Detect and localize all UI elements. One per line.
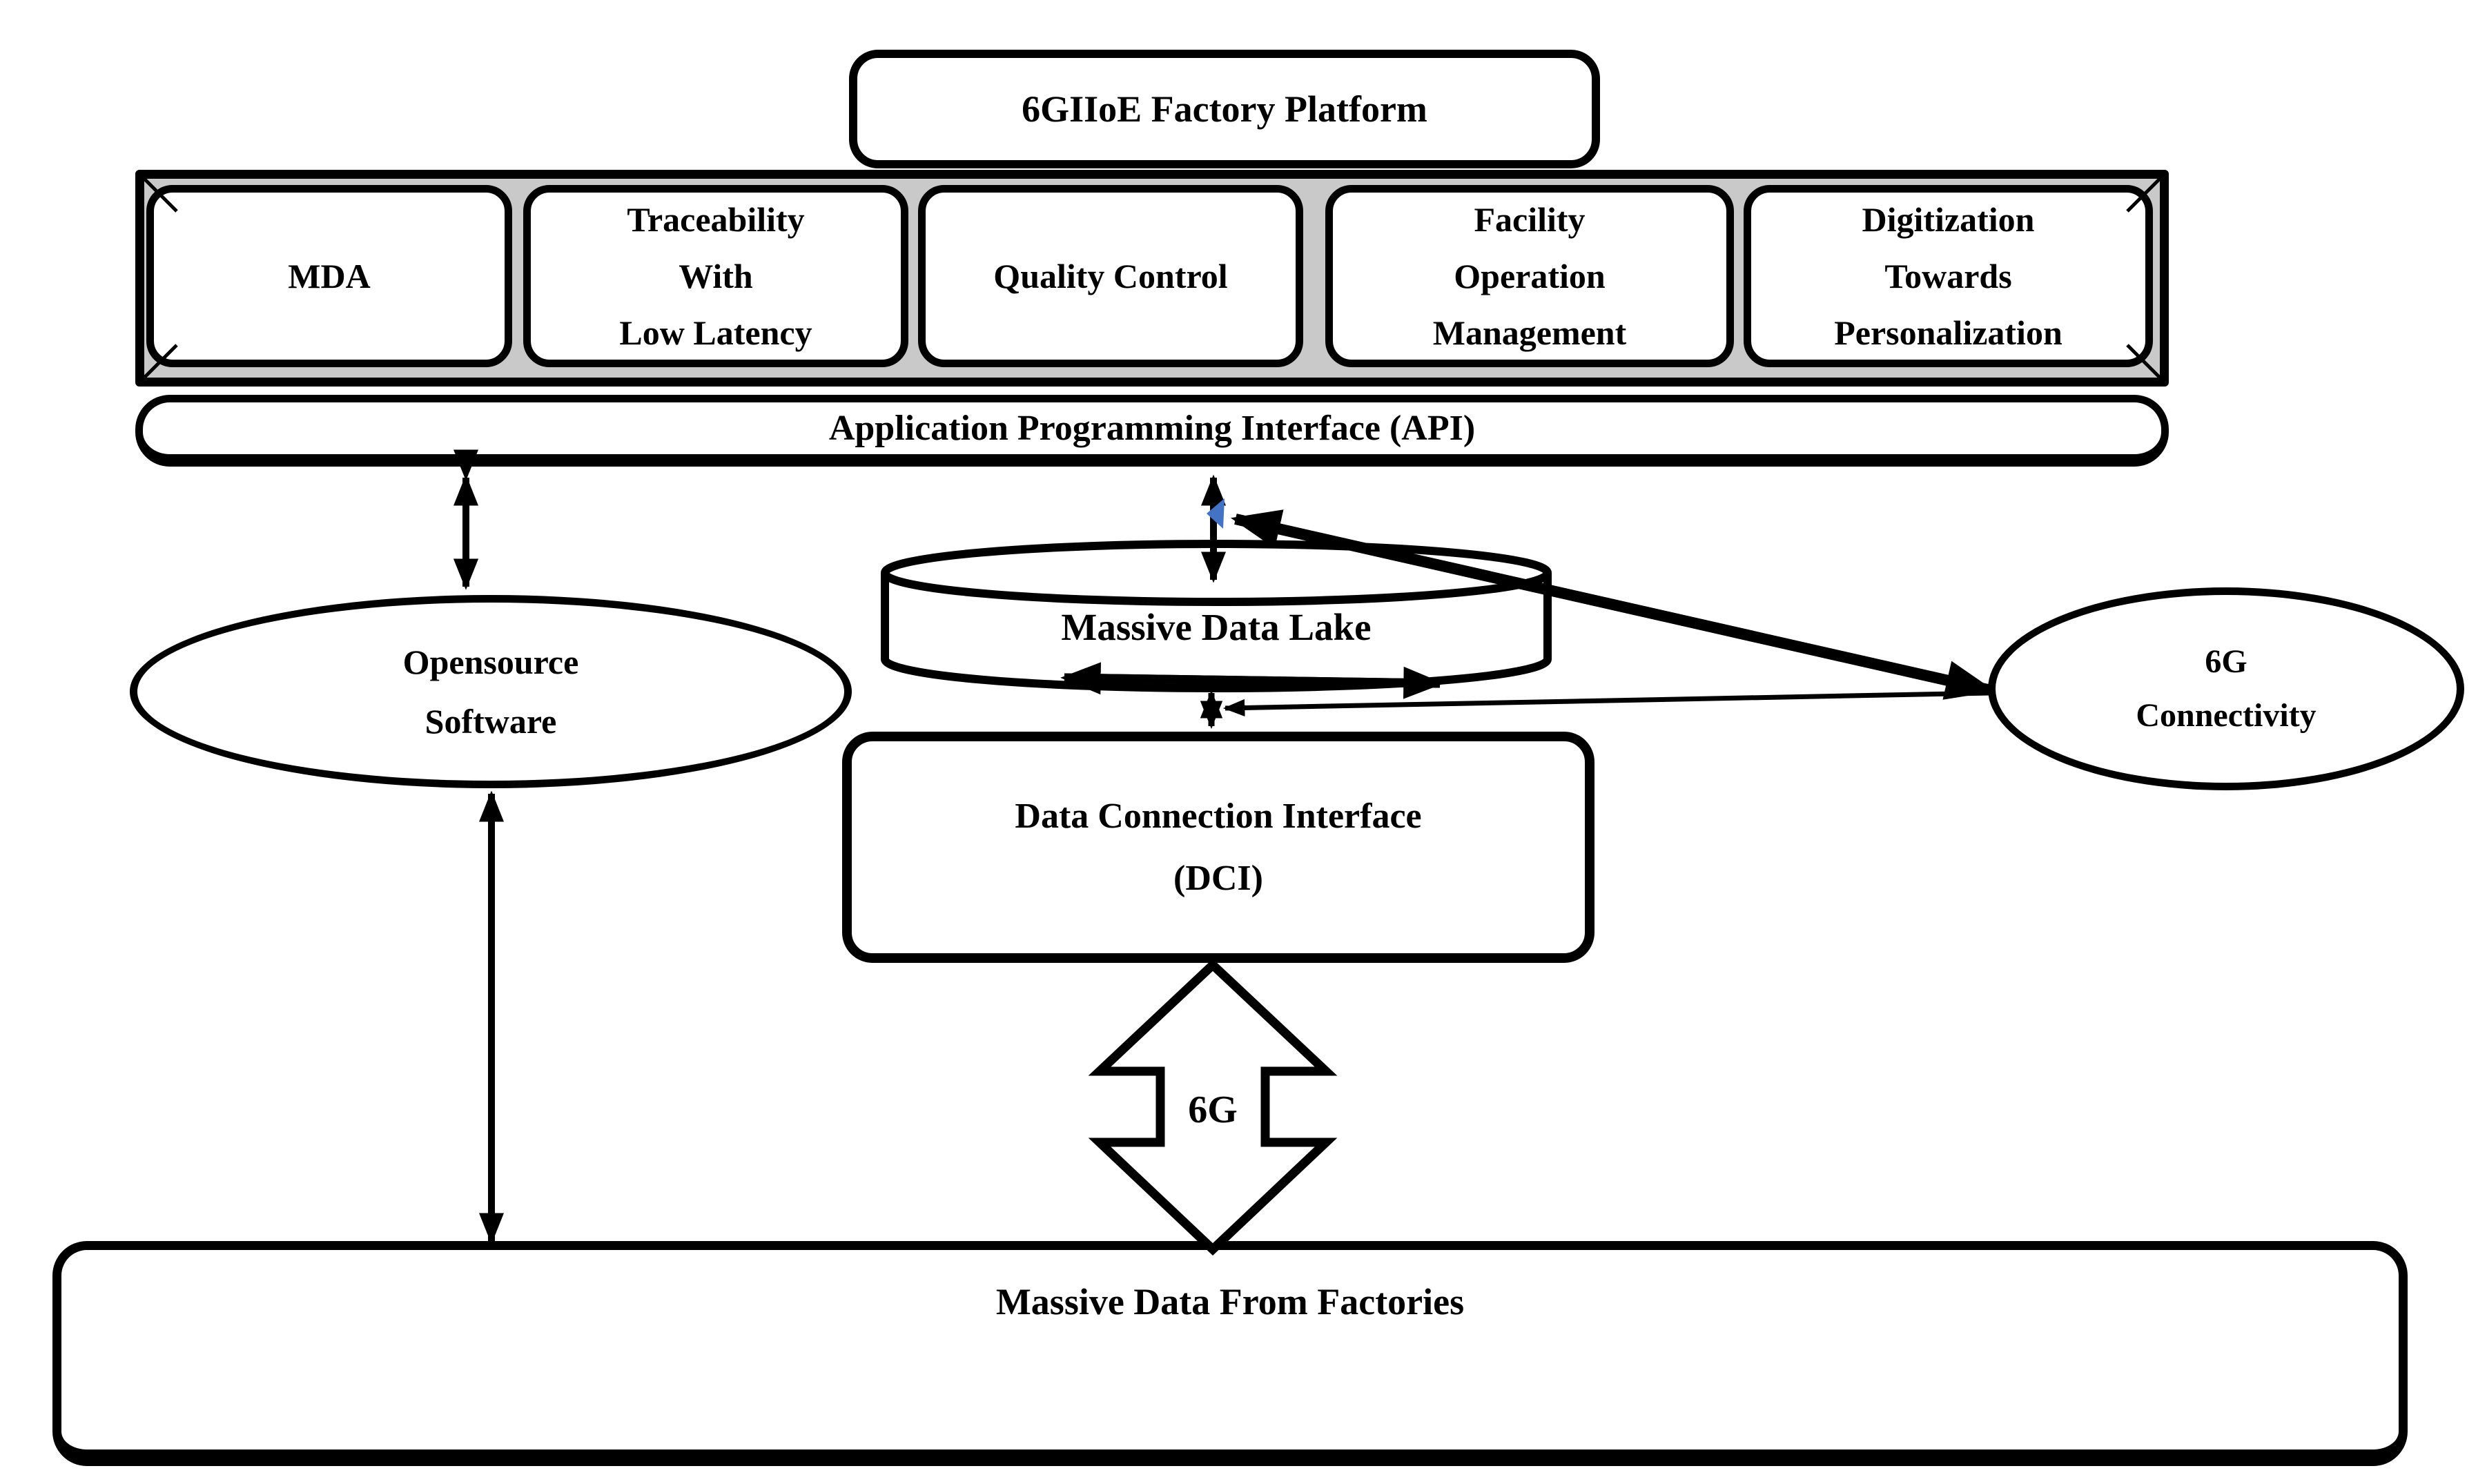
6g-text: 6G (1188, 1088, 1238, 1131)
factories-box: Massive Data From Factories (52, 1241, 2408, 1466)
data-lake-text: Massive Data Lake (1061, 605, 1372, 648)
arrow-datalake-horizontal-lefthead (1060, 662, 1441, 695)
6g-updown-arrow-label: 6G (1161, 1082, 1265, 1138)
module-label-quality-control: Quality Control (993, 257, 1228, 295)
platform-title-box: 6GIIoE Factory Platform (849, 50, 1600, 168)
factories-label: Massive Data From Factories (995, 1281, 1465, 1322)
dci-label: Data Connection Interface (DCI) (1015, 796, 1422, 898)
arrow-connectivity-junction (1222, 690, 1991, 717)
api-bar: Application Programming Interface (API) (135, 395, 2169, 467)
module-box-quality-control: Quality Control (918, 185, 1303, 367)
module-box-facility-operation: Facility Operation Management (1325, 185, 1734, 367)
blue-arrowhead (1207, 498, 1225, 529)
module-label-facility-operation: Facility Operation Management (1432, 200, 1627, 352)
module-box-digitization: Digitization Towards Personalization (1744, 185, 2153, 367)
platform-title: 6GIIoE Factory Platform (1022, 88, 1427, 130)
api-label: Application Programming Interface (API) (828, 409, 1476, 448)
module-label-traceability: Traceability With Low Latency (619, 200, 812, 352)
dci-box: Data Connection Interface (DCI) (842, 732, 1594, 963)
opensource-software-ellipse: Opensource Software (130, 595, 852, 788)
module-box-traceability: Traceability With Low Latency (523, 185, 908, 367)
6g-connectivity-ellipse: 6G Connectivity (1988, 587, 2464, 790)
module-box-mda: MDA (146, 185, 512, 367)
module-label-digitization: Digitization Towards Personalization (1834, 200, 2062, 352)
arrow-datalake-horizontal-righthead (1064, 666, 1444, 699)
module-label-mda: MDA (288, 257, 371, 295)
opensource-software-label: Opensource Software (402, 643, 579, 741)
data-lake-label: Massive Data Lake (940, 599, 1492, 654)
6g-connectivity-label: 6G Connectivity (2136, 643, 2317, 734)
